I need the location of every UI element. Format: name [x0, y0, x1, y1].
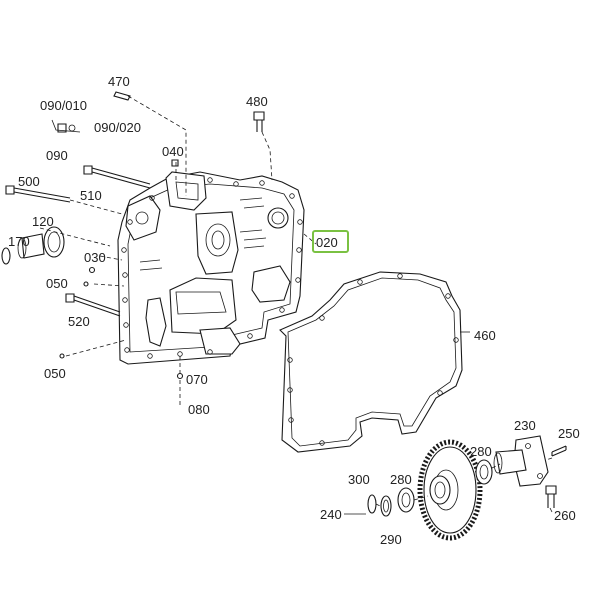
part-label-240[interactable]: 240	[320, 507, 342, 522]
part-label-120[interactable]: 120	[32, 214, 54, 229]
plug-040	[171, 159, 179, 167]
part-label-050-upper[interactable]: 050	[46, 276, 68, 291]
part-label-070[interactable]: 070	[186, 372, 208, 387]
part-label-520[interactable]: 520	[68, 314, 90, 329]
nipple-090	[51, 119, 81, 133]
part-label-170[interactable]: 170	[8, 234, 30, 249]
bolt-520	[65, 293, 121, 317]
shaft-bracket	[493, 435, 549, 487]
part-label-460[interactable]: 460	[474, 328, 496, 343]
part-label-280-right[interactable]: 280	[470, 444, 492, 459]
gasket	[279, 271, 463, 453]
bolt-260	[545, 485, 557, 508]
ring-left	[1, 247, 11, 265]
ring-290	[380, 495, 392, 517]
part-label-300[interactable]: 300	[348, 472, 370, 487]
part-label-020[interactable]: 020	[316, 235, 338, 250]
seal-120	[43, 226, 65, 258]
part-label-260[interactable]: 260	[554, 508, 576, 523]
gear	[417, 439, 483, 541]
bearing-280-left	[397, 487, 415, 513]
part-label-500[interactable]: 500	[18, 174, 40, 189]
leader-lines	[39, 95, 553, 515]
pin-250	[551, 445, 567, 457]
plug-470	[113, 91, 131, 101]
part-label-050-lower[interactable]: 050	[44, 366, 66, 381]
bolt-510	[83, 165, 151, 189]
ball-030	[88, 266, 96, 274]
part-label-290[interactable]: 290	[380, 532, 402, 547]
part-label-250[interactable]: 250	[558, 426, 580, 441]
highlight-020	[312, 230, 349, 253]
part-label-080[interactable]: 080	[188, 402, 210, 417]
bolt-500	[5, 185, 71, 203]
part-label-470[interactable]: 470	[108, 74, 130, 89]
part-label-090[interactable]: 090	[46, 148, 68, 163]
part-label-090-010[interactable]: 090/010	[40, 98, 87, 113]
ball-070	[176, 372, 184, 380]
part-label-280-left[interactable]: 280	[390, 472, 412, 487]
part-label-090-020[interactable]: 090/020	[94, 120, 141, 135]
part-label-480[interactable]: 480	[246, 94, 268, 109]
bolt-480	[253, 111, 265, 132]
ring-300	[367, 494, 377, 514]
part-label-040[interactable]: 040	[162, 144, 184, 159]
part-label-510[interactable]: 510	[80, 188, 102, 203]
part-label-030[interactable]: 030	[84, 250, 106, 265]
housing-plate	[117, 171, 305, 365]
bearing-280-right	[475, 459, 493, 485]
part-label-230[interactable]: 230	[514, 418, 536, 433]
ball-050	[59, 281, 89, 359]
bearing-170	[17, 233, 45, 259]
